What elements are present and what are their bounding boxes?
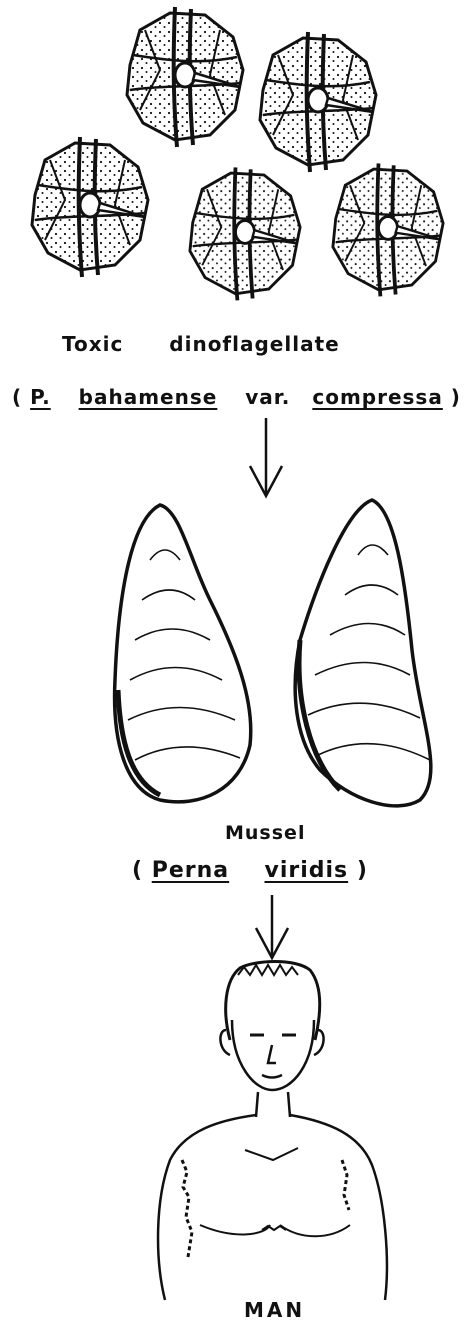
variety-name: compressa	[312, 385, 442, 409]
mussel-scientific-name: ( Perna viridis )	[132, 858, 368, 883]
species-name: bahamense	[79, 385, 218, 409]
dinoflagellate-cell	[333, 163, 443, 296]
dinoflagellate-cell	[190, 167, 300, 300]
open-paren: (	[132, 858, 143, 883]
man-label: MAN	[244, 1298, 305, 1322]
human-figure	[158, 962, 387, 1301]
arrow-down-icon	[256, 895, 288, 958]
mussel-label: Mussel	[225, 822, 305, 844]
mussel-shell-left	[115, 505, 251, 802]
dinoflagellate-cell	[32, 137, 148, 277]
arrow-down-icon	[250, 418, 282, 496]
toxic-word: Toxic	[62, 332, 123, 356]
genus-abbrev: P.	[30, 385, 51, 409]
close-paren: )	[357, 858, 368, 883]
dinoflagellate-cell	[127, 7, 243, 147]
close-paren: )	[451, 385, 461, 409]
species-name: viridis	[264, 858, 348, 883]
dinoflagellate-cell	[260, 32, 376, 172]
dinoflagellate-word: dinoflagellate	[169, 332, 339, 356]
var-word: var.	[245, 385, 290, 409]
genus-name: Perna	[152, 858, 229, 883]
open-paren: (	[12, 385, 22, 409]
dinoflagellate-label: Toxic dinoflagellate	[62, 332, 340, 356]
mussel-shell-right	[295, 500, 431, 806]
dinoflagellate-scientific-name: ( P. bahamense var. compressa )	[12, 385, 461, 409]
